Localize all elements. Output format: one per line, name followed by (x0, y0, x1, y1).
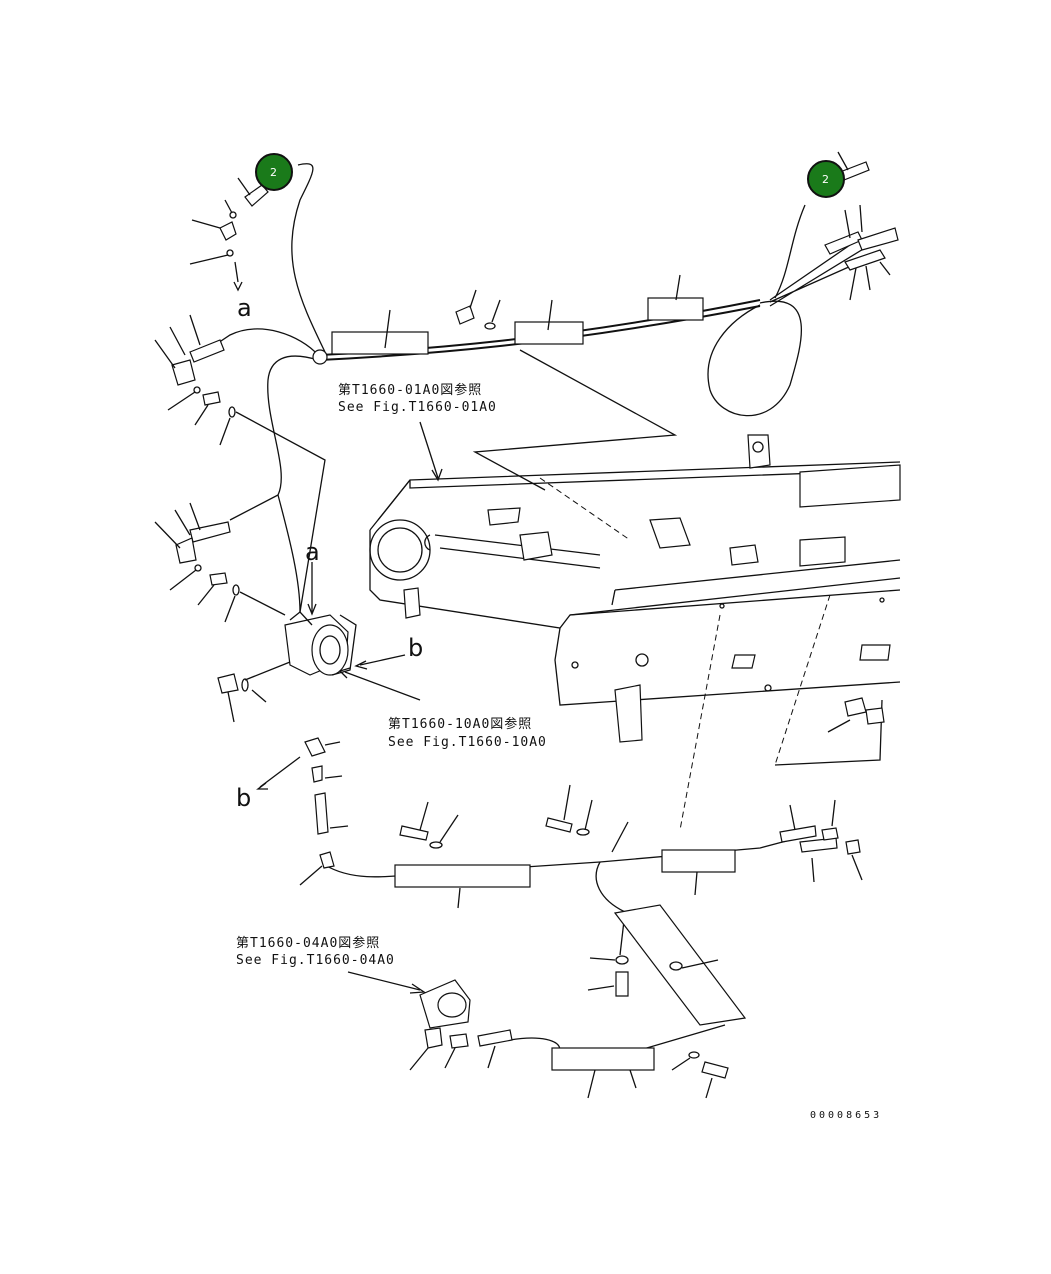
letter-a-mid: a (305, 538, 320, 566)
ref-10a0-en: See Fig.T1660-10A0 (388, 735, 547, 750)
callout-badge-left[interactable]: 2 (255, 153, 293, 191)
chassis-frame (369, 434, 901, 743)
letter-a-top: a (237, 294, 252, 322)
ref-04a0-en: See Fig.T1660-04A0 (236, 953, 395, 968)
pump-assembly (284, 611, 357, 676)
letter-b-mid: b (408, 634, 423, 662)
drawing-code: 00008653 (810, 1110, 882, 1121)
ref-01a0-en: See Fig.T1660-01A0 (338, 400, 497, 415)
lower-harness (324, 349, 883, 1071)
fittings-and-leaders (154, 151, 899, 1099)
letter-b-low: b (236, 784, 251, 812)
callout-badge-right[interactable]: 2 (807, 160, 845, 198)
badge-right-label: 2 (822, 173, 829, 186)
ref-10a0-jp: 第T1660-10A0図参照 (388, 716, 532, 732)
badge-left-label: 2 (270, 166, 277, 179)
upper-harness (214, 163, 879, 613)
ref-01a0-jp: 第T1660-01A0図参照 (338, 382, 482, 398)
reservoir-part (419, 979, 471, 1049)
ref-04a0-jp: 第T1660-04A0図参照 (236, 935, 380, 951)
